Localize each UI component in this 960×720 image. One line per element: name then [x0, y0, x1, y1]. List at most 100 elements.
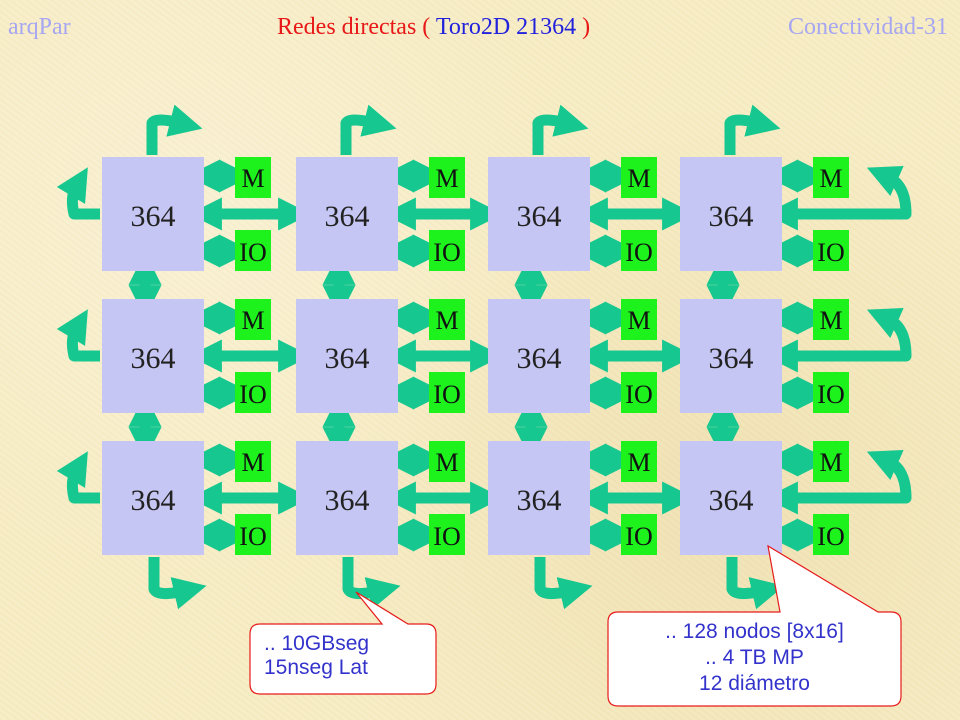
link-wrap-right-r0-c3 [792, 165, 912, 220]
io-box [235, 514, 271, 555]
memory-box [621, 299, 657, 340]
link-wrap-left-r0-c0 [56, 167, 100, 220]
io-label: IO [817, 380, 844, 409]
node-box [102, 299, 204, 413]
callout-0-line: .. 10GBseg [264, 632, 369, 655]
node-label: 364 [517, 200, 562, 233]
node-box [102, 157, 204, 271]
node-label: 364 [517, 342, 562, 375]
memory-box [813, 299, 849, 340]
nodes-layer: 364MIO364MIO364MIO364MIO364MIO364MIO364M… [102, 157, 849, 555]
node-label: 364 [325, 342, 370, 375]
io-box [813, 514, 849, 555]
link-wrap-top-r0-c0 [146, 104, 203, 155]
header-right: Conectividad-31 [788, 14, 948, 40]
memory-label: M [241, 306, 264, 335]
link-wrap-bottom-r2-c0 [148, 557, 207, 610]
memory-box [235, 299, 271, 340]
io-label: IO [239, 380, 266, 409]
node-box [102, 441, 204, 555]
node-label: 364 [709, 200, 754, 233]
header-topology: Toro2D 21364 [435, 14, 577, 40]
io-label: IO [433, 522, 460, 551]
link-wrap-bottom-r2-c2 [534, 557, 593, 610]
memory-box [235, 157, 271, 198]
io-label: IO [239, 238, 266, 267]
io-label: IO [817, 238, 844, 267]
memory-label: M [819, 164, 842, 193]
io-label: IO [239, 522, 266, 551]
callout-1-line: .. 128 nodos [8x16] [665, 620, 844, 643]
node-label: 364 [131, 200, 176, 233]
header-title-prefix: Redes directas ( [277, 14, 431, 40]
memory-label: M [241, 164, 264, 193]
node-box [296, 441, 398, 555]
link-wrap-left-r1-c0 [56, 309, 100, 362]
node-label: 364 [709, 484, 754, 517]
link-wrap-left-r2-c0 [56, 451, 100, 504]
node-box [680, 157, 782, 271]
memory-box [621, 157, 657, 198]
io-box [235, 372, 271, 413]
io-box [235, 230, 271, 271]
io-label: IO [433, 380, 460, 409]
header-title-suffix: ) [582, 14, 591, 40]
node-box [488, 157, 590, 271]
memory-label: M [627, 448, 650, 477]
callout-1-line: 12 diámetro [699, 672, 810, 695]
io-box [429, 514, 465, 555]
io-box [429, 372, 465, 413]
memory-box [621, 441, 657, 482]
io-box [621, 230, 657, 271]
link-wrap-top-r0-c3 [724, 104, 781, 155]
node-label: 364 [131, 342, 176, 375]
link-wrap-right-r1-c3 [792, 307, 912, 362]
memory-label: M [627, 164, 650, 193]
io-box [813, 230, 849, 271]
memory-label: M [435, 306, 458, 335]
node-box [296, 299, 398, 413]
node-label: 364 [517, 484, 562, 517]
memory-box [813, 157, 849, 198]
io-box [429, 230, 465, 271]
node-label: 364 [325, 484, 370, 517]
header-left: arqPar [8, 14, 71, 40]
callout-1-line: .. 4 TB MP [705, 646, 804, 669]
links-layer [56, 104, 912, 610]
memory-box [429, 157, 465, 198]
io-label: IO [433, 238, 460, 267]
callout-0-line: 15nseg Lat [264, 656, 368, 679]
link-wrap-right-r2-c3 [792, 449, 912, 504]
io-label: IO [817, 522, 844, 551]
memory-box [235, 441, 271, 482]
io-label: IO [625, 380, 652, 409]
io-label: IO [625, 238, 652, 267]
node-box [680, 299, 782, 413]
io-box [813, 372, 849, 413]
memory-label: M [819, 306, 842, 335]
memory-label: M [435, 448, 458, 477]
memory-box [813, 441, 849, 482]
node-label: 364 [131, 484, 176, 517]
memory-box [429, 299, 465, 340]
memory-label: M [435, 164, 458, 193]
callout-0-bubble [249, 591, 437, 695]
link-wrap-top-r0-c2 [532, 104, 589, 155]
header-title: Redes directas ( Toro2D 21364 ) [277, 12, 590, 42]
link-wrap-bottom-r2-c1 [342, 557, 401, 610]
memory-box [429, 441, 465, 482]
io-label: IO [625, 522, 652, 551]
memory-label: M [819, 448, 842, 477]
io-box [621, 372, 657, 413]
link-wrap-bottom-r2-c3 [726, 557, 785, 610]
node-label: 364 [709, 342, 754, 375]
callout-1-bubble [607, 544, 902, 707]
node-box [680, 441, 782, 555]
node-label: 364 [325, 200, 370, 233]
node-box [488, 299, 590, 413]
node-box [488, 441, 590, 555]
callout-1: .. 128 nodos [8x16] .. 4 TB MP 12 diámetro [607, 544, 902, 707]
